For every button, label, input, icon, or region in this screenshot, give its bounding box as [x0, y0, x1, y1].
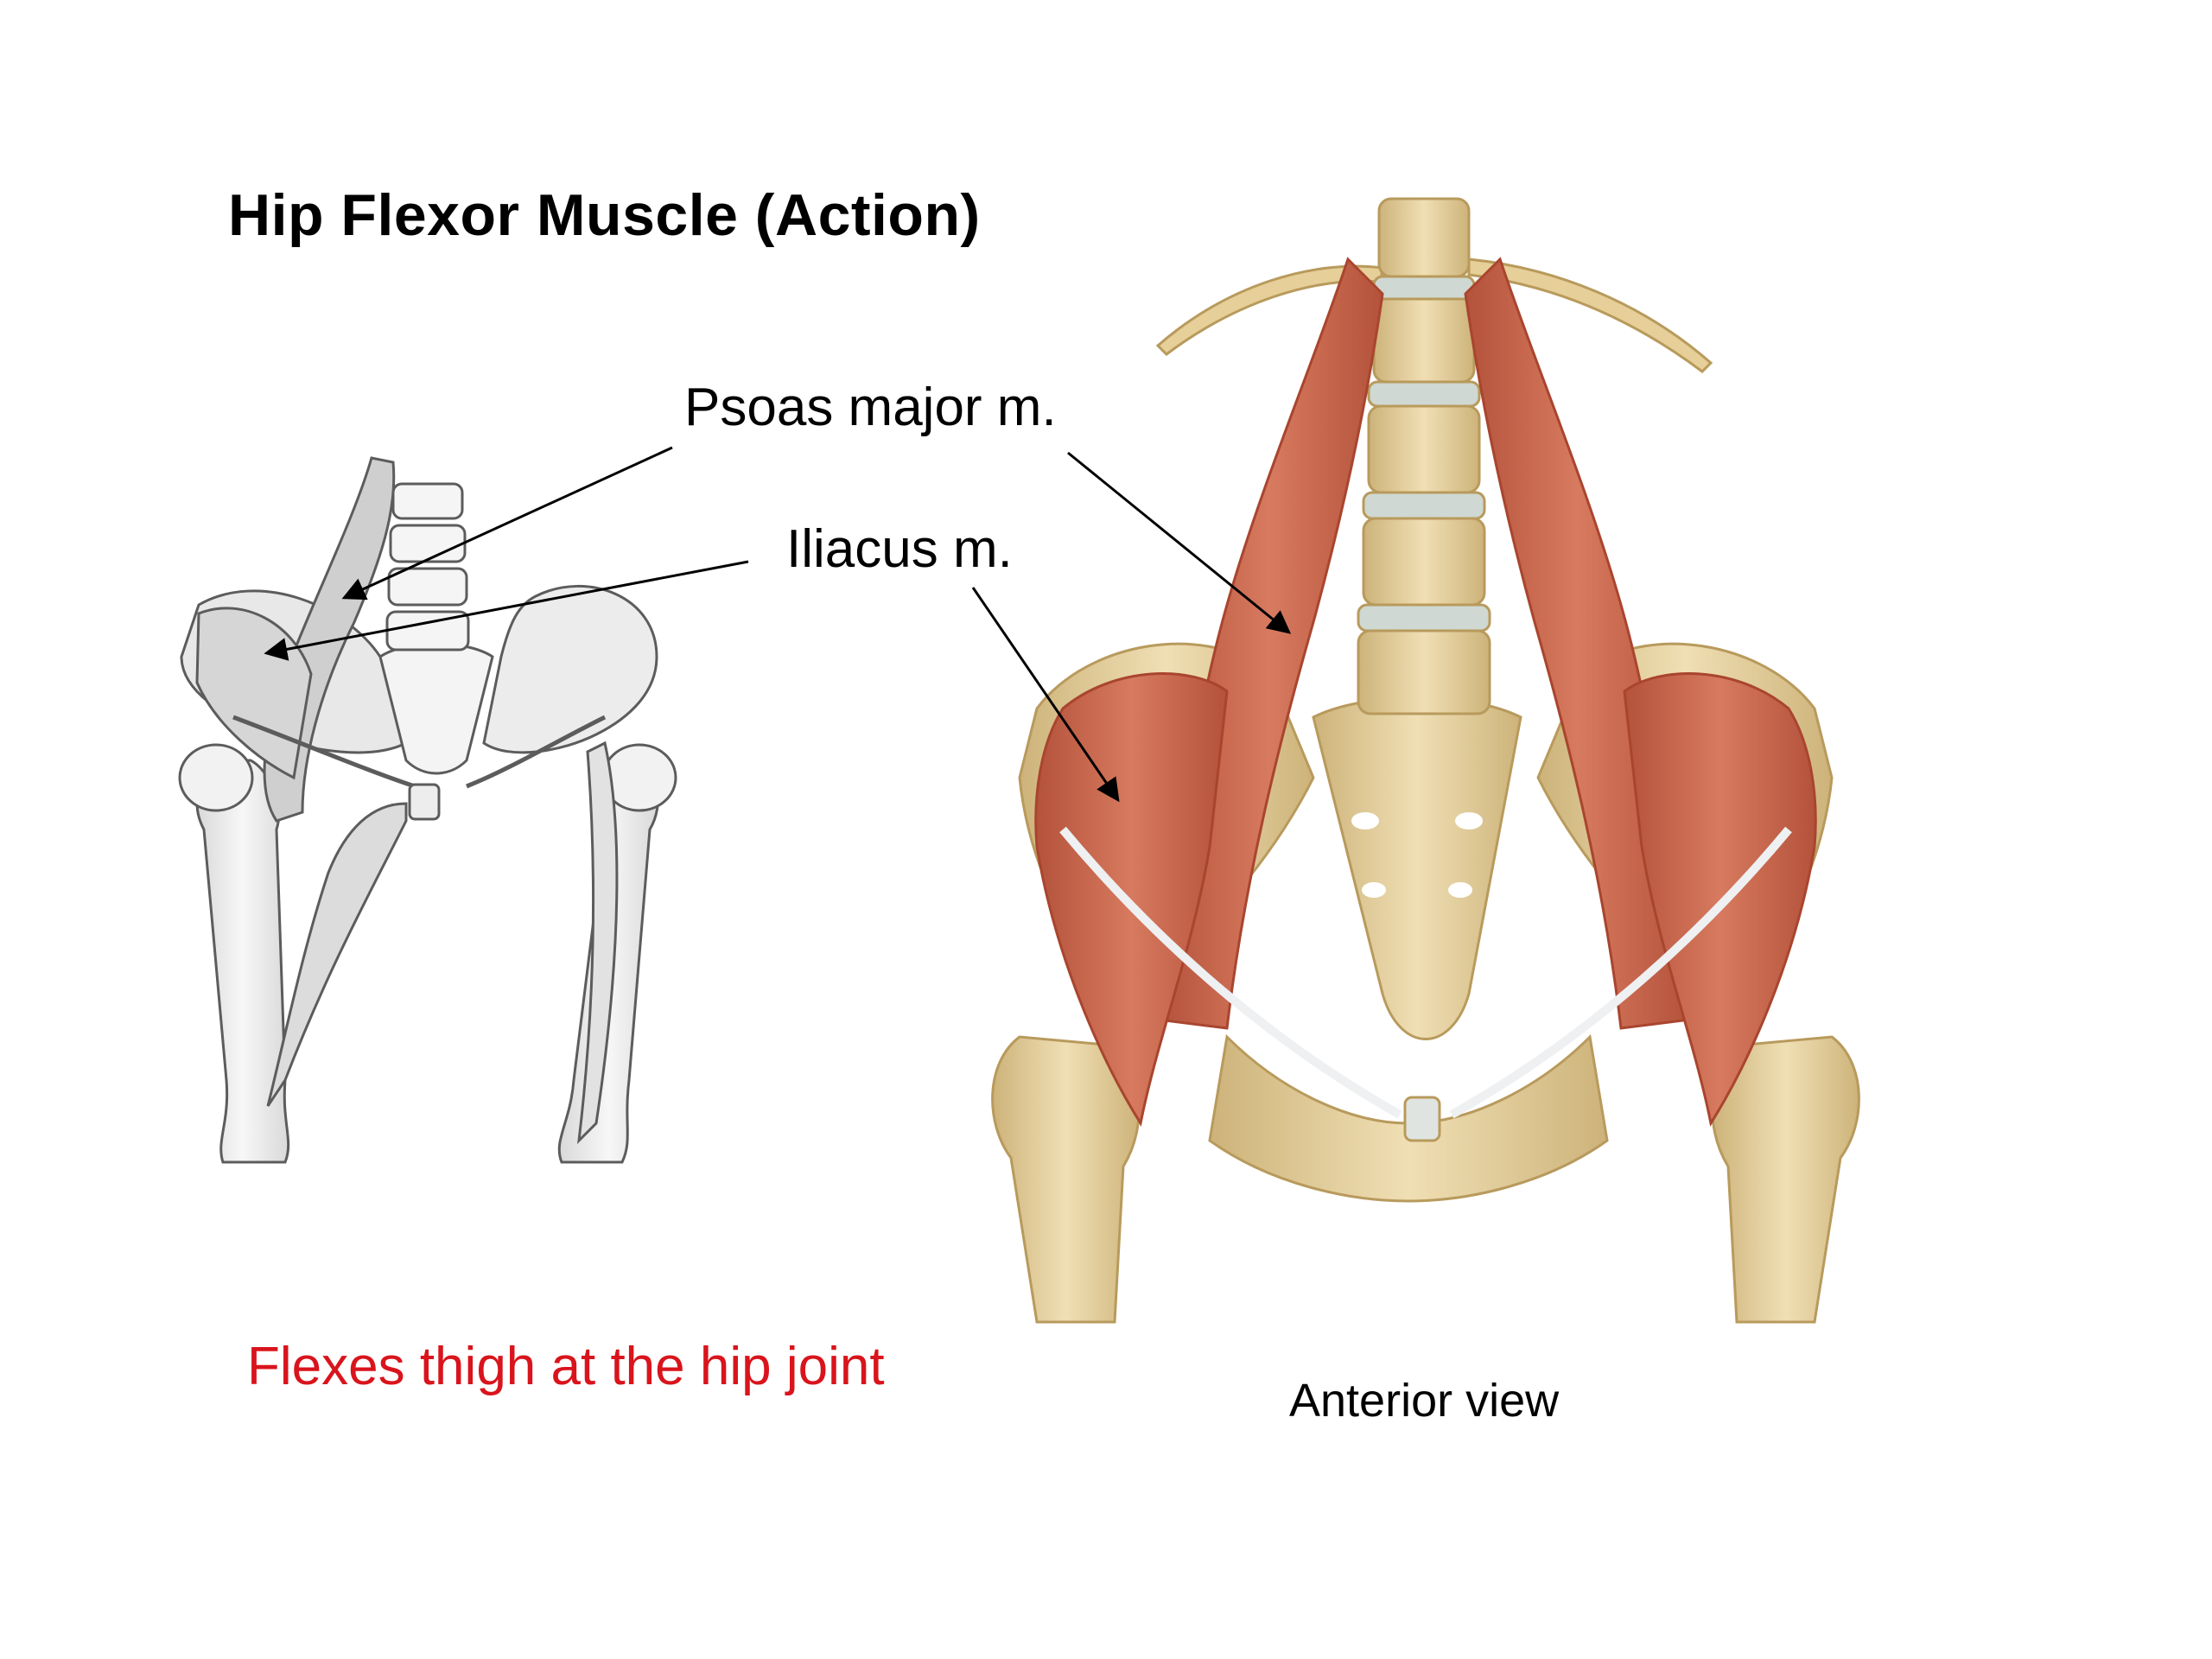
action-caption: Flexes thigh at the hip joint: [247, 1337, 885, 1396]
psoas-leader-right: [1067, 451, 1292, 634]
left-iliacus-muscle: [1034, 672, 1229, 1127]
vertebra: [1367, 404, 1481, 494]
sacral-foramen: [1362, 882, 1386, 898]
sketch-left-femoral-head: [178, 743, 254, 812]
sketch-sacrum: [378, 642, 494, 775]
intervertebral-disc: [1362, 491, 1486, 520]
sketch-right-ilium: [482, 584, 658, 754]
vertebra: [1357, 629, 1491, 715]
sketch-pelvis-illustration: [178, 456, 677, 1164]
sketch-vertebra: [391, 482, 464, 520]
view-caption: Anterior view: [1289, 1375, 1560, 1427]
sketch-inguinal-ligament: [232, 715, 416, 789]
psoas-leader-left: [341, 446, 673, 601]
sacral-foramen: [1448, 882, 1472, 898]
leader-lines: [264, 446, 1292, 803]
vertebra: [1372, 297, 1476, 384]
iliacus-leader-right: [971, 587, 1120, 803]
sketch-left-femur: [195, 759, 290, 1164]
sacral-foramen: [1351, 812, 1379, 830]
intervertebral-disc: [1372, 275, 1476, 301]
pubic-bone: [1208, 1033, 1609, 1203]
sketch-vertebra: [389, 524, 467, 563]
sacral-foramen: [1455, 812, 1483, 830]
sketch-inguinal-ligament: [466, 715, 607, 789]
sacrum: [1312, 696, 1522, 1040]
pubic-symphysis: [1403, 1096, 1441, 1142]
slide-title: Hip Flexor Muscle (Action): [228, 182, 981, 248]
color-pelvis-illustration: [991, 197, 1860, 1324]
vertebra: [1362, 517, 1486, 607]
right-inguinal-ligament: [1449, 826, 1792, 1119]
sketch-adductor-muscles: [266, 802, 408, 1107]
left-inguinal-ligament: [1059, 826, 1402, 1119]
right-iliacus-muscle: [1623, 672, 1817, 1127]
label-iliacus: Iliacus m.: [786, 519, 1013, 579]
intervertebral-disc: [1357, 603, 1491, 632]
sketch-pubic-symphysis: [408, 783, 441, 821]
intervertebral-disc: [1367, 380, 1481, 408]
vertebra: [1377, 197, 1471, 278]
iliacus-leader-left: [264, 560, 749, 661]
label-psoas-major: Psoas major m.: [684, 378, 1057, 437]
sketch-vertebra: [387, 567, 468, 607]
sketch-right-sartorius: [577, 741, 619, 1145]
